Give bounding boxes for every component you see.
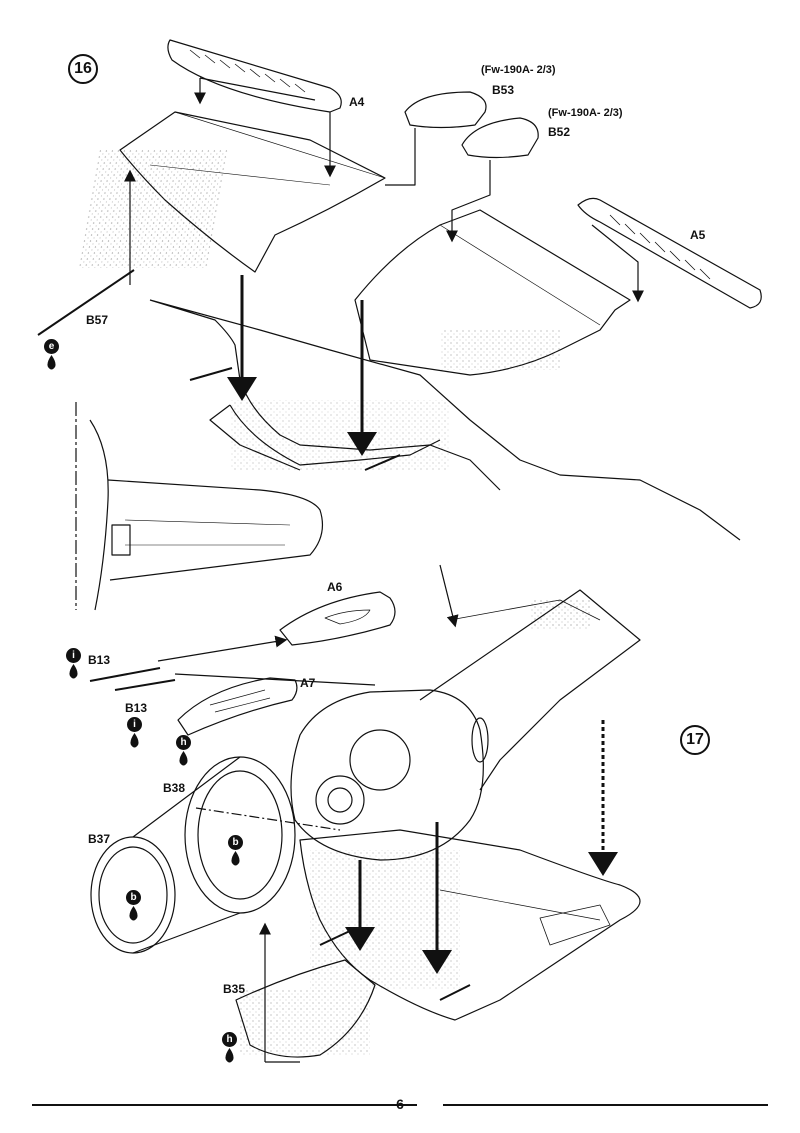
- footer-rule-left: [32, 1104, 417, 1106]
- part-label-a4: A4: [349, 95, 365, 109]
- part-b13-upper-shape: [89, 667, 161, 682]
- paint-drop-icon: h: [222, 1032, 238, 1066]
- part-label-b38: B38: [163, 781, 186, 795]
- part-b53-shape: [404, 91, 487, 129]
- engine-cowling-shape: [290, 689, 484, 861]
- part-label-a6: A6: [327, 580, 343, 594]
- part-b13-lower-shape: [114, 679, 176, 691]
- part-b52-shape: [461, 117, 539, 159]
- part-label-a7: A7: [300, 676, 316, 690]
- paint-drop-icon: e: [44, 339, 60, 373]
- step-16-badge: 16: [68, 54, 98, 84]
- step-17-badge: 17: [680, 725, 710, 755]
- part-label-b52: B52: [548, 125, 571, 139]
- part-label-b57: B57: [86, 313, 109, 327]
- paint-drop-icon: b: [126, 890, 142, 924]
- part-label-b13-lower: B13: [125, 701, 148, 715]
- part-label-b35: B35: [223, 982, 246, 996]
- footer-rule-right: [443, 1104, 768, 1106]
- part-a6-shape: [279, 591, 396, 646]
- page-number: 6: [396, 1096, 404, 1112]
- part-label-b13-upper: B13: [88, 653, 111, 667]
- right-wing-shape: [354, 209, 631, 376]
- variant-label-2: (Fw-190A- 2/3): [548, 107, 623, 119]
- part-a4-shape: [167, 39, 342, 113]
- variant-label-1: (Fw-190A- 2/3): [481, 64, 556, 76]
- part-label-a5: A5: [690, 228, 706, 242]
- part-b57-shape: [37, 269, 135, 336]
- part-label-b53: B53: [492, 83, 515, 97]
- paint-drop-icon: h: [176, 735, 192, 769]
- paint-drop-icon: b: [228, 835, 244, 869]
- paint-drop-icon: i: [66, 648, 82, 682]
- part-label-b37: B37: [88, 832, 111, 846]
- paint-drop-icon: i: [127, 717, 143, 751]
- part-a5-shape: [577, 197, 762, 309]
- part-a7-shape: [177, 677, 298, 736]
